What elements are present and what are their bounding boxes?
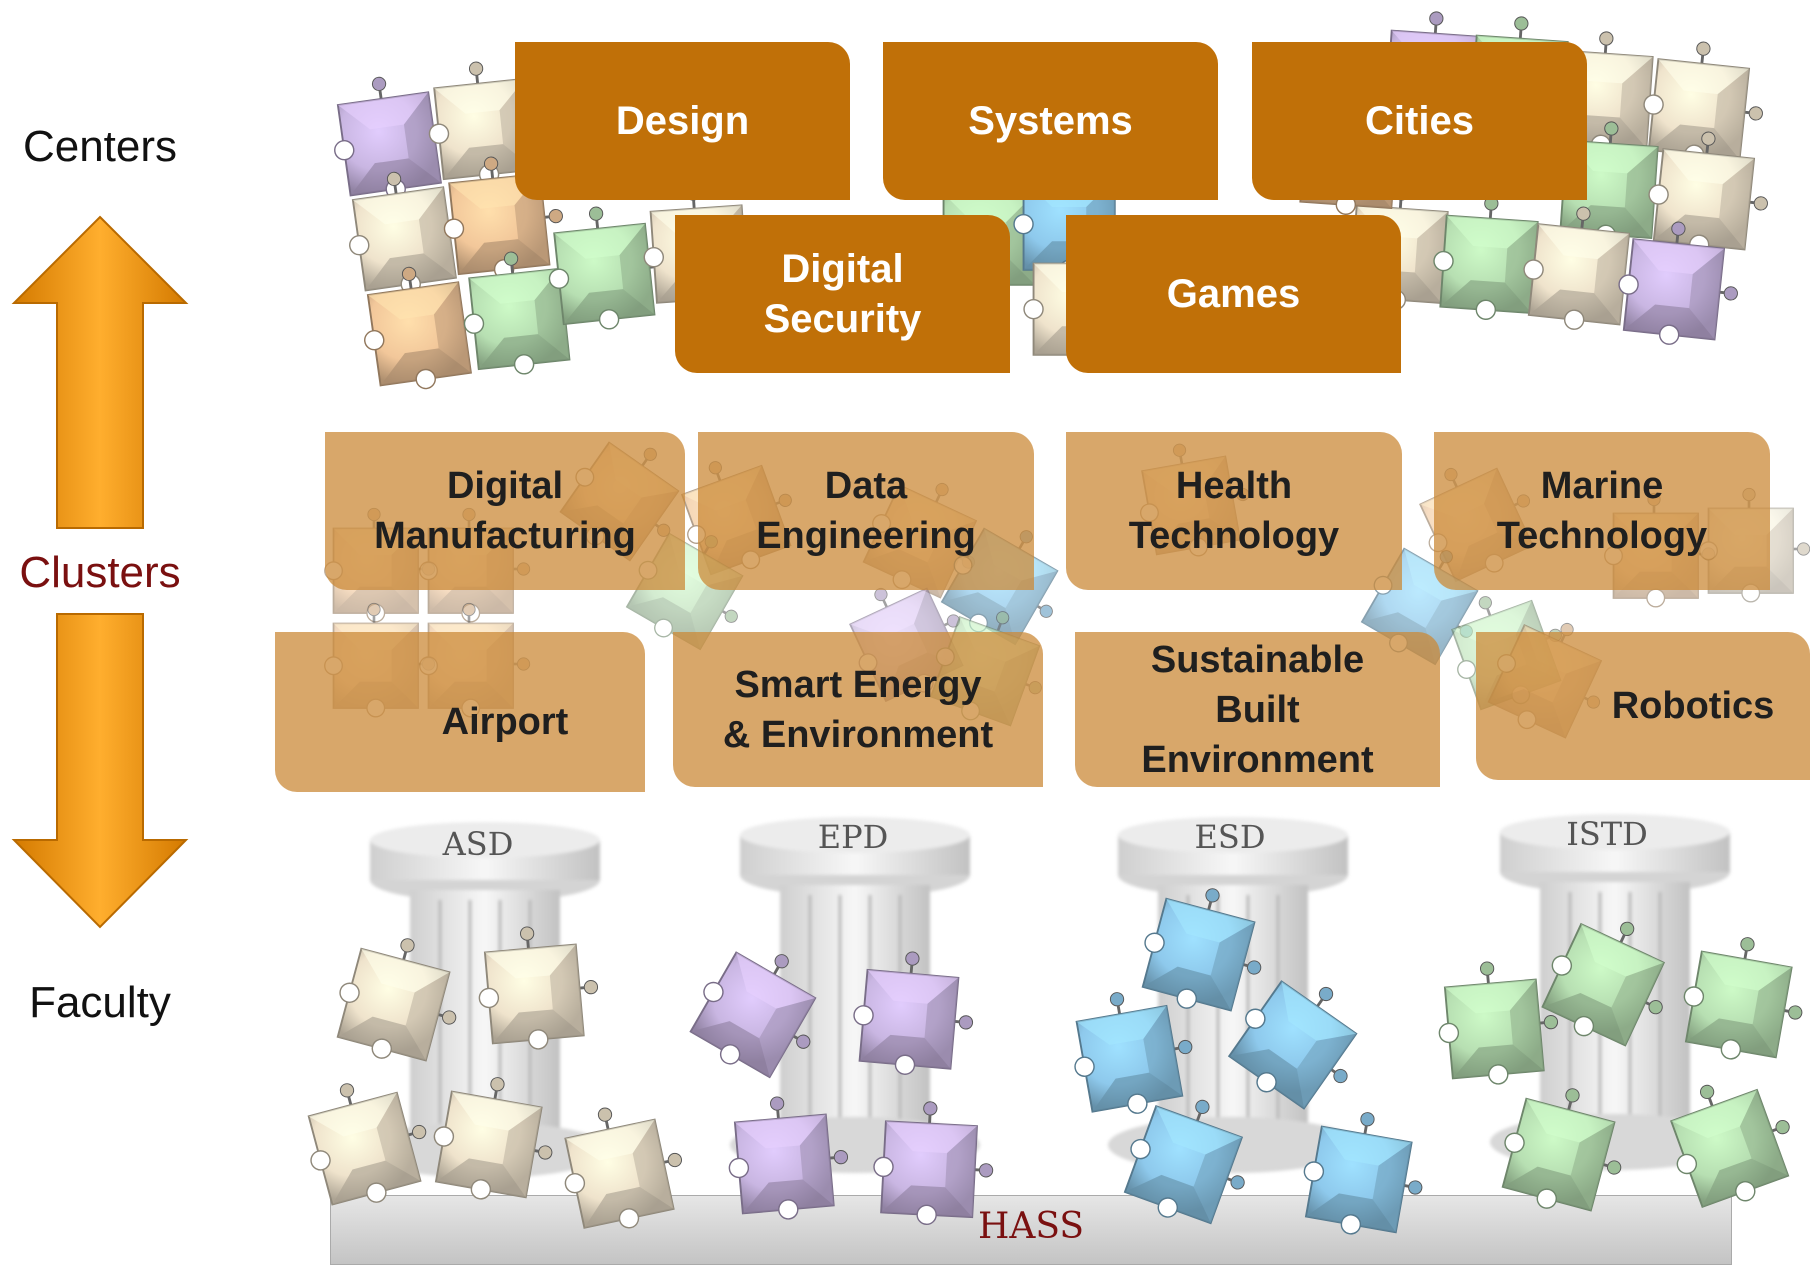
pillar-label-epd: EPD <box>817 818 889 856</box>
cluster-smart-energy-environment: Smart Energy & Environment <box>673 632 1043 787</box>
puzzle-piece-icon <box>1683 937 1803 1060</box>
puzzle-piece-icon <box>1303 1112 1423 1235</box>
level-label-faculty: Faculty <box>29 978 171 1027</box>
pillar-label-asd: ASD <box>442 825 514 863</box>
puzzle-piece-icon <box>433 1077 553 1200</box>
puzzle-piece-icon <box>728 1096 849 1220</box>
puzzle-piece-icon <box>1618 221 1739 346</box>
puzzle-piece-icon <box>564 1107 683 1230</box>
cluster-sustainable-built-environment: Sustainable Built Environment <box>1075 632 1440 787</box>
cluster-health-technology: Health Technology <box>1066 432 1402 590</box>
puzzle-piece-icon <box>1141 888 1262 1012</box>
center-systems: Systems <box>883 42 1218 200</box>
center-cities: Cities <box>1252 42 1587 200</box>
puzzle-piece-icon <box>1074 992 1193 1115</box>
puzzle-piece-icon <box>549 206 669 330</box>
puzzle-piece-icon <box>1123 1100 1245 1225</box>
cluster-marine-technology: Marine Technology <box>1434 432 1770 590</box>
arrow-down-icon <box>11 613 189 929</box>
puzzle-piece-icon <box>478 926 599 1050</box>
level-label-clusters: Clusters <box>19 548 181 597</box>
puzzle-piece-icon <box>873 1101 994 1226</box>
pillar-label-esd: ESD <box>1194 818 1266 856</box>
puzzle-piece-icon <box>1433 196 1554 321</box>
center-games: Games <box>1066 215 1401 373</box>
pillar-label-istd: ISTD <box>1566 815 1648 853</box>
cluster-data-engineering: Data Engineering <box>698 432 1034 590</box>
puzzle-piece-icon <box>1541 921 1666 1047</box>
puzzle-piece-icon <box>689 951 817 1079</box>
arrow-up-icon <box>11 215 189 529</box>
center-design: Design <box>515 42 850 200</box>
hass-base: HASS <box>330 1195 1732 1265</box>
pillar-icon <box>360 822 610 1178</box>
puzzle-piece-icon <box>1228 980 1358 1110</box>
cluster-airport: Airport <box>275 632 645 792</box>
puzzle-piece-icon <box>853 951 974 1076</box>
cluster-digital-manufacturing: Digital Manufacturing <box>325 432 685 590</box>
hass-label: HASS <box>977 1206 1085 1247</box>
puzzle-piece-icon <box>1670 1085 1790 1209</box>
puzzle-piece-icon <box>336 938 457 1062</box>
puzzle-piece-icon <box>1438 961 1559 1085</box>
puzzle-piece-icon <box>307 1083 427 1206</box>
level-label-centers: Centers <box>22 122 178 171</box>
puzzle-piece-icon <box>429 61 549 185</box>
puzzle-piece-icon <box>364 267 483 390</box>
puzzle-piece-icon <box>1501 1088 1622 1212</box>
center-digital-security: Digital Security <box>675 215 1010 373</box>
cluster-robotics: Robotics <box>1476 632 1810 780</box>
